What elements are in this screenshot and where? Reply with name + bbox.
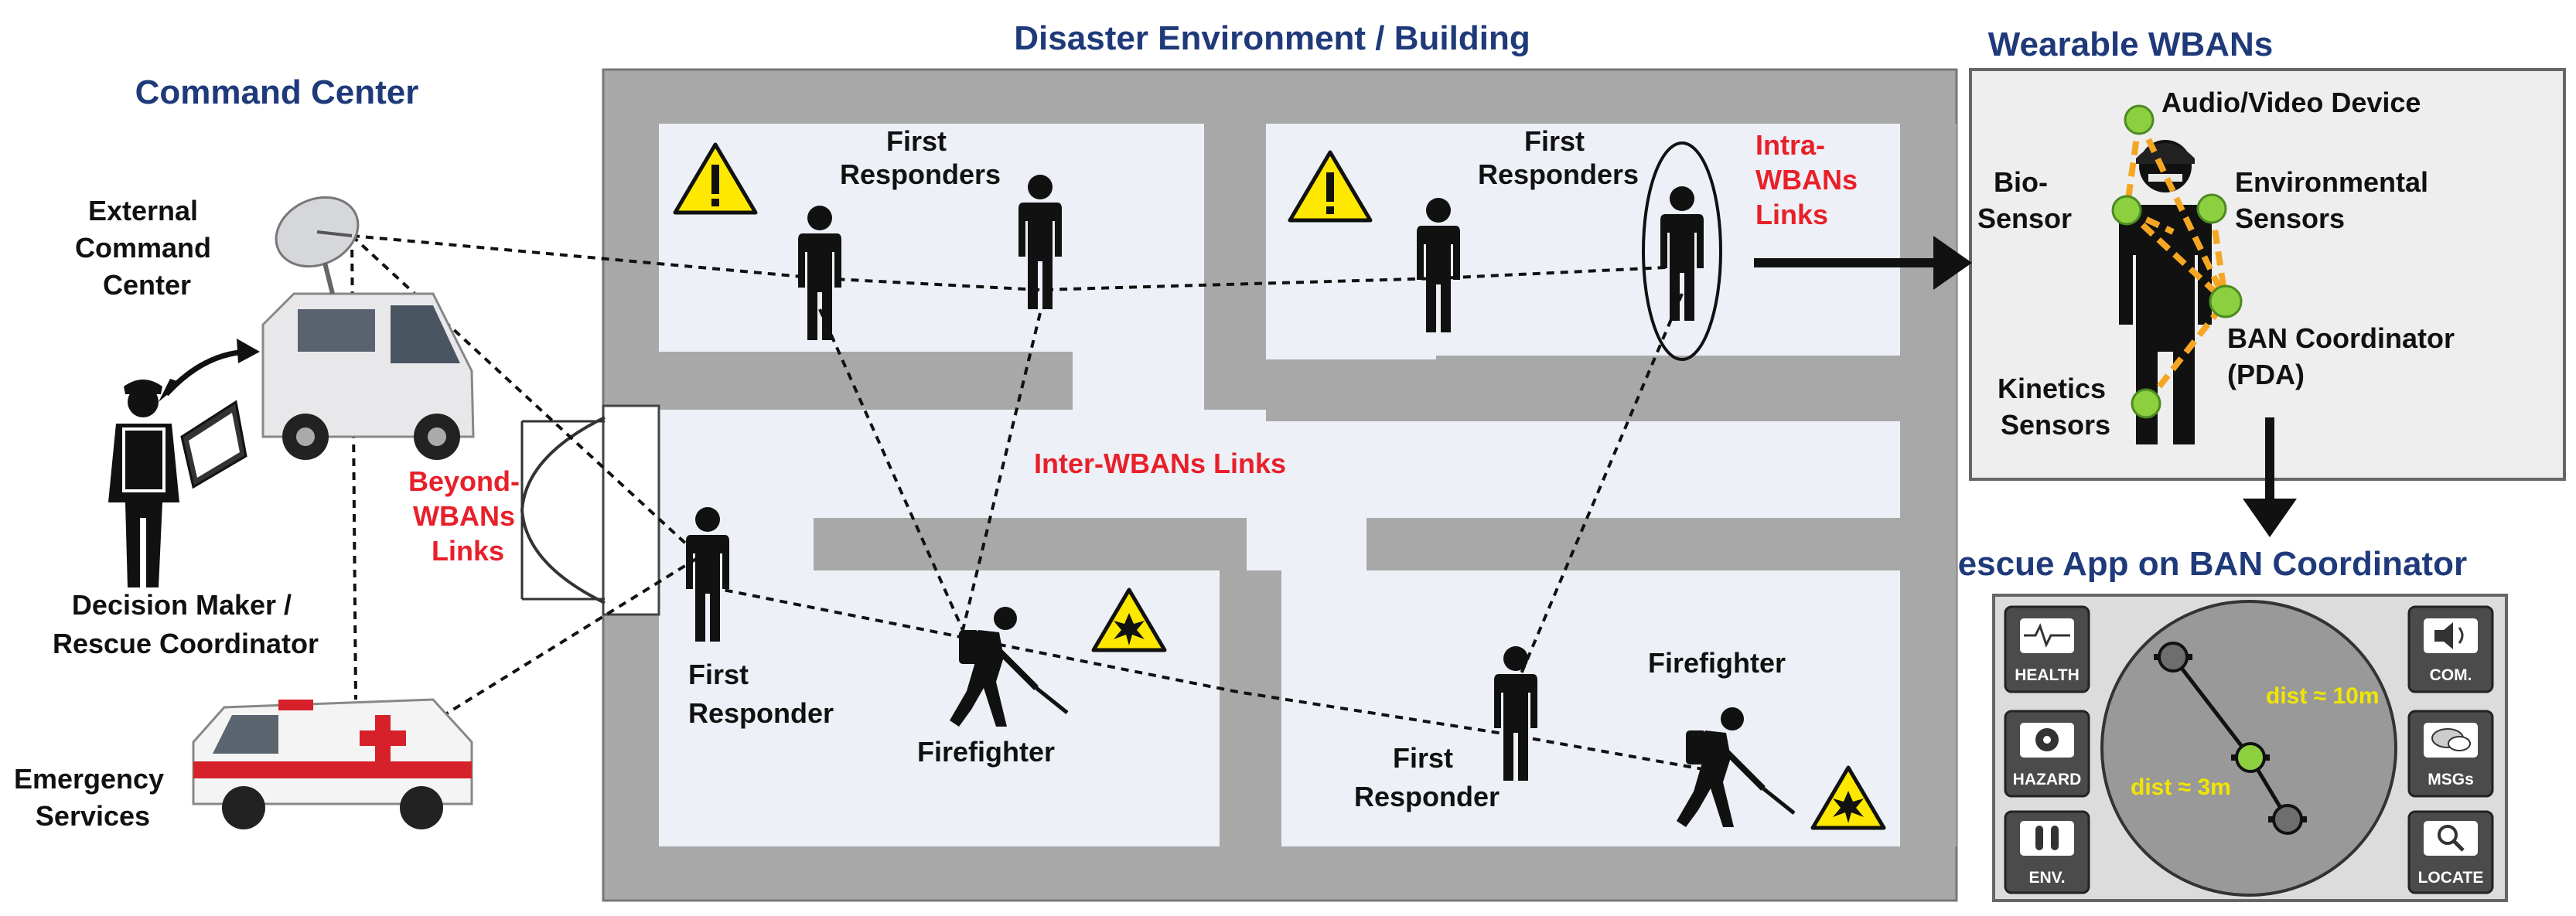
wearable-wban-panel: [1969, 68, 2566, 481]
svg-text:LOCATE: LOCATE: [2418, 869, 2484, 887]
decision-maker-label: Decision Maker / Rescue Coordinator: [53, 589, 319, 659]
self-node: [2235, 742, 2266, 773]
satellite-dish-icon: [275, 196, 360, 295]
kinetics-sensor-node: [2131, 388, 2161, 419]
ban-coordinator-label: BAN Coordinator (PDA): [2227, 322, 2462, 390]
com-button[interactable]: COM.: [2407, 605, 2494, 693]
wban-body-icon: [2119, 140, 2212, 444]
svg-text:COM.: COM.: [2430, 666, 2472, 684]
bio-sensor-label: Bio- Sensor: [1977, 166, 2072, 234]
responder-node: [2158, 642, 2189, 673]
thermometer-icon: [2035, 826, 2043, 850]
rescue-app-heading: Rescue App on BAN Coordinator: [1933, 545, 2467, 583]
kinetics-sensors-label: Kinetics Sensors: [1998, 373, 2114, 441]
external-command-center-label: External Command Center: [75, 195, 219, 301]
ban-coordinator-node: [2209, 284, 2243, 318]
first-responder-label: First Responder: [688, 659, 834, 729]
hazard-button[interactable]: HAZARD: [2004, 710, 2090, 798]
first-responders-label: First Responders: [1478, 125, 1639, 190]
audio-video-device-label: Audio/Video Device: [2161, 87, 2421, 118]
msgs-button[interactable]: MSGs: [2407, 710, 2494, 798]
svg-text:ENV.: ENV.: [2028, 869, 2065, 887]
speaker-icon: [2434, 622, 2453, 649]
command-van-icon: [261, 292, 475, 460]
responder-node: [2272, 804, 2303, 835]
disaster-environment-heading: Disaster Environment / Building: [1014, 19, 1530, 57]
beyond-wbans-links-label: Beyond- WBANs Links: [408, 465, 527, 567]
heart-rate-icon: [2020, 618, 2074, 653]
magnifier-icon: [2438, 825, 2458, 845]
distance-line: [2172, 656, 2252, 759]
emergency-services-label: Emergency Services: [14, 763, 172, 832]
decision-maker-icon: [108, 380, 247, 587]
inter-wbans-links-label: Inter-WBANs Links: [1034, 448, 1286, 479]
health-button[interactable]: HEALTH: [2004, 605, 2090, 693]
environmental-sensor-node: [2196, 193, 2227, 224]
intra-wban-highlight-ellipse: [1642, 141, 1722, 361]
building-floorplan: [520, 68, 1958, 902]
first-responder-label: First Responder: [1354, 742, 1500, 812]
environmental-sensors-label: Environmental Sensors: [2235, 166, 2436, 234]
env-button[interactable]: ENV.: [2004, 810, 2090, 894]
ambulance-icon: [192, 698, 473, 829]
svg-text:HAZARD: HAZARD: [2013, 771, 2082, 788]
locate-button[interactable]: LOCATE: [2407, 810, 2494, 894]
intra-wbans-links-label: Intra- WBANs Links: [1755, 129, 1865, 230]
wearable-wbans-heading: Wearable WBANs: [1988, 26, 2273, 63]
firefighter-label: Firefighter: [917, 736, 1055, 768]
bio-sensor-node: [2111, 195, 2142, 226]
distance-label: dist ≈ 10m: [2266, 683, 2380, 709]
audio-video-sensor-node: [2124, 104, 2155, 135]
svg-text:MSGs: MSGs: [2428, 771, 2474, 788]
command-center-heading: Command Center: [135, 73, 419, 111]
command-center-labels: External Command Center Decision Maker /…: [14, 195, 319, 832]
first-responders-label: First Responders: [840, 125, 1001, 190]
svg-text:HEALTH: HEALTH: [2015, 666, 2080, 684]
distance-label: dist ≈ 3m: [2131, 775, 2231, 800]
firefighter-label: Firefighter: [1648, 647, 1786, 679]
